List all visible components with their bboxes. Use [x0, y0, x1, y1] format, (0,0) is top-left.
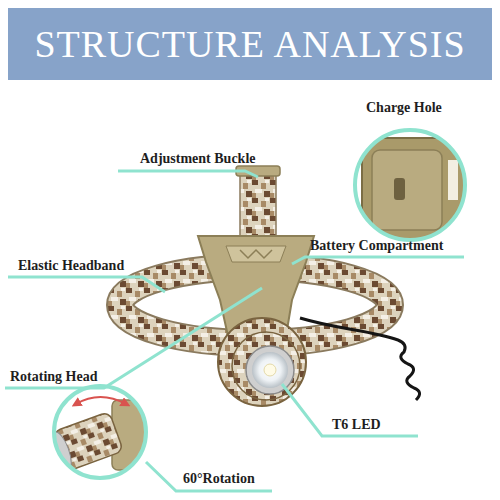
- part-name: T6 LED: [332, 417, 381, 433]
- charging-cable: [300, 318, 420, 400]
- illustration-part: [232, 332, 300, 400]
- leader-lines: [5, 171, 464, 491]
- rotation-label: 60°Rotation: [183, 471, 255, 487]
- illustration-part: [448, 160, 458, 200]
- title-area: STRUCTURE ANALYSIS: [8, 8, 492, 80]
- title-banner: [8, 8, 492, 80]
- rotating-head: [218, 318, 306, 406]
- leader-line: [8, 277, 165, 292]
- illustration-part: [226, 246, 286, 262]
- illustration-part: [54, 386, 146, 478]
- illustration-part: [264, 364, 276, 376]
- illustration-part: [355, 130, 465, 240]
- part-name: Adjustment Buckle: [140, 151, 256, 167]
- illustration-part: [48, 411, 123, 473]
- leader-line: [292, 257, 464, 264]
- illustration-part: [252, 352, 288, 388]
- leader-line: [146, 462, 272, 491]
- illustration-part: [362, 138, 466, 242]
- illustration-part: [362, 138, 466, 242]
- leader-line: [118, 171, 258, 177]
- part-name: Charge Hole: [366, 100, 442, 116]
- rotation-inset: [48, 386, 152, 478]
- leader-line: [282, 384, 418, 436]
- charge-hole-inset: [355, 130, 466, 242]
- part-name: Rotating Head: [10, 369, 98, 385]
- illustration-part: [246, 346, 294, 394]
- illustration-part: [372, 150, 442, 230]
- part-name: Elastic Headband: [18, 258, 124, 274]
- illustration-part: [76, 397, 126, 404]
- illustration-part: [394, 178, 405, 200]
- leader-line: [5, 288, 262, 388]
- illustration-part: [240, 250, 272, 258]
- part-name: Battery Compartment: [310, 238, 443, 254]
- illustration-part: [218, 318, 306, 406]
- title-text: STRUCTURE ANALYSIS: [34, 22, 465, 66]
